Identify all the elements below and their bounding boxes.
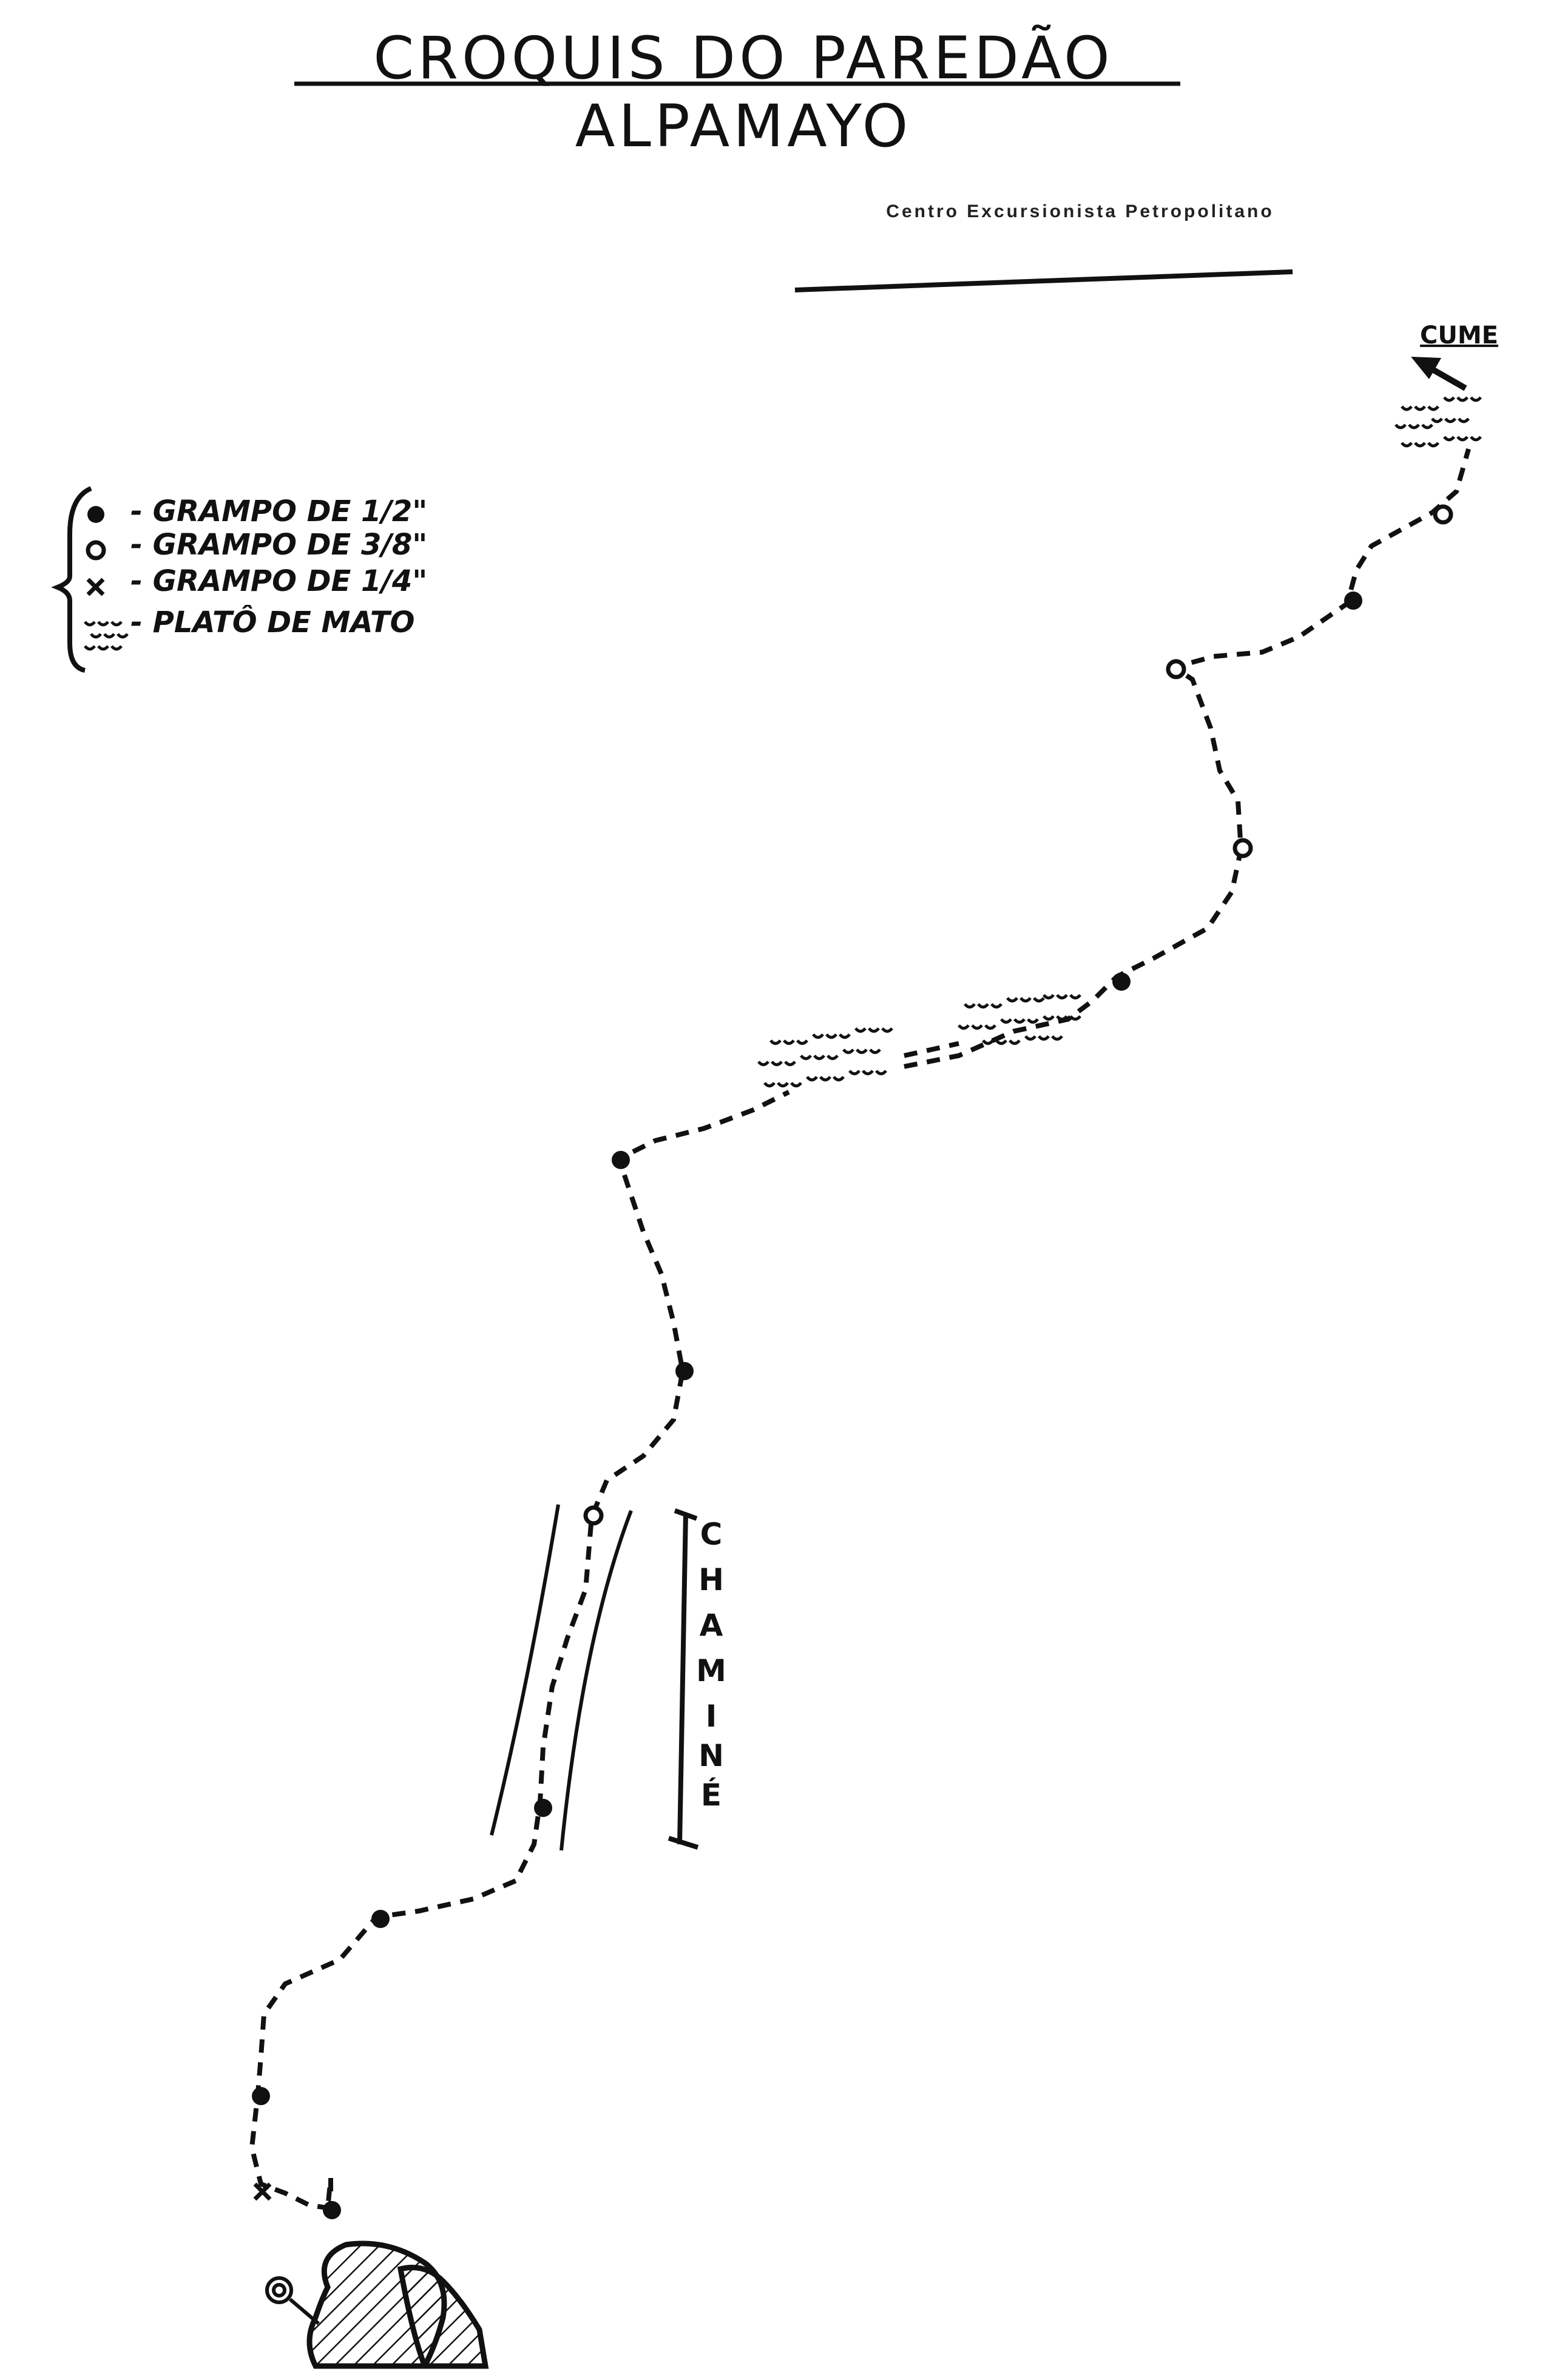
summit-label: CUME [1420, 322, 1498, 349]
chimney-letter: M [696, 1653, 726, 1688]
club-name: Centro Excursionista Petropolitano [886, 201, 1274, 221]
legend-grass-icon [85, 622, 127, 649]
grass-ledge-top [1396, 397, 1481, 446]
bolts-three-eighths [583, 504, 1453, 1526]
page-title: CROQUIS DO PAREDÃO ALPAMAYO [373, 24, 1114, 160]
legend-label-half-inch: - GRAMPO DE 1/2" [130, 494, 428, 528]
chimney-letter: H [698, 1562, 724, 1597]
grass-ledge-middle [959, 995, 1080, 1043]
route-line [249, 448, 1471, 2214]
legend-label-quarter-inch: - GRAMPO DE 1/4" [130, 564, 428, 598]
legend-label-grass-ledge: - PLATÔ DE MATO [130, 605, 415, 639]
legend-brace [51, 486, 92, 673]
chimney-right-wall [560, 1509, 633, 1851]
subtitle-rule [794, 269, 1293, 292]
chimney-letter: É [700, 1778, 722, 1813]
base-boulder-icon [306, 2240, 489, 2369]
grass-ledge-lower [759, 1028, 892, 1086]
legend-cross-icon [86, 578, 105, 596]
legend-filled-dot-icon [87, 506, 104, 523]
chimney-letter: I [705, 1699, 717, 1734]
bolt-quarter-inch [253, 2182, 272, 2201]
legend-label-three-eighths: - GRAMPO DE 3/8" [130, 528, 428, 562]
chimney-bracket [668, 1508, 699, 1850]
legend-open-circle-icon [86, 540, 106, 561]
summit-arrow-icon [1411, 357, 1467, 391]
chimney-letter: N [698, 1738, 724, 1773]
chimney-left-wall [490, 1504, 560, 1836]
chimney-letter: C [700, 1517, 723, 1552]
bolts-half-inch [252, 592, 1362, 2219]
climber-icon [265, 2276, 320, 2325]
chimney-letter: A [699, 1608, 723, 1643]
